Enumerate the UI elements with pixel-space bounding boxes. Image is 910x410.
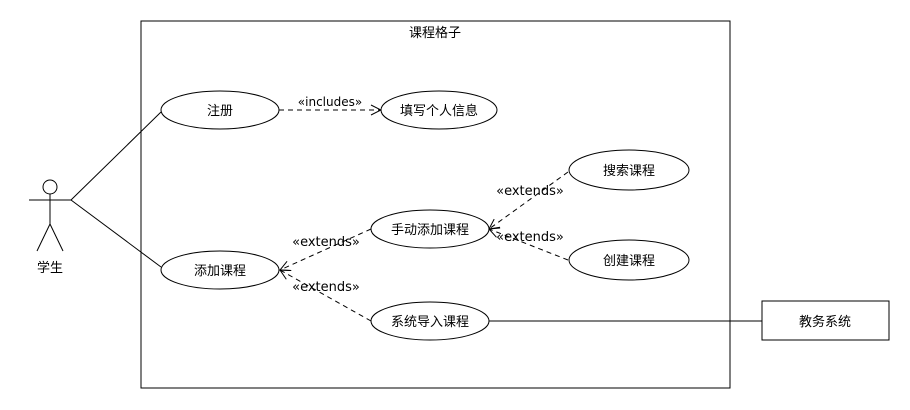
use-case-create-course[interactable]: 创建课程 [568, 239, 690, 281]
label-extends-import: «extends» [292, 280, 360, 295]
use-case-search-course-label: 搜索课程 [603, 164, 655, 179]
extend-import-to-add [280, 270, 372, 322]
use-case-search-course-shape [568, 149, 690, 191]
actor-left-leg [36, 223, 51, 252]
label-extends-create: «extends» [496, 230, 564, 245]
actor-head [42, 179, 58, 195]
use-case-manual-add-shape [370, 209, 490, 249]
actor-student-label: 学生 [37, 260, 63, 276]
association-student-register [70, 111, 162, 201]
external-system[interactable]: 教务系统 [761, 300, 890, 341]
use-case-register-shape [160, 90, 280, 130]
use-case-import-course-shape [370, 301, 490, 341]
use-case-register[interactable]: 注册 [160, 90, 280, 130]
external-system-box [761, 300, 890, 341]
use-case-add-course[interactable]: 添加课程 [160, 250, 280, 290]
association-student-add-course [70, 199, 162, 268]
use-case-import-course[interactable]: 系统导入课程 [370, 301, 490, 341]
use-case-create-course-label: 创建课程 [603, 254, 655, 269]
system-boundary [140, 20, 731, 389]
use-case-search-course[interactable]: 搜索课程 [568, 149, 690, 191]
use-case-manual-add-label: 手动添加课程 [391, 223, 469, 238]
label-extends-manual: «extends» [292, 235, 360, 250]
label-includes: «includes» [298, 95, 362, 109]
external-system-label: 教务系统 [799, 314, 851, 330]
use-case-add-course-shape [160, 250, 280, 290]
use-case-manual-add[interactable]: 手动添加课程 [370, 209, 490, 249]
extend-manual-to-add [280, 228, 372, 270]
actor-right-leg [49, 223, 64, 252]
use-case-register-label: 注册 [207, 104, 233, 119]
system-title: 课程格子 [409, 25, 461, 41]
use-case-add-course-label: 添加课程 [194, 264, 246, 279]
use-case-import-course-label: 系统导入课程 [391, 315, 469, 330]
use-case-fill-info-shape [380, 90, 498, 130]
use-case-fill-info[interactable]: 填写个人信息 [380, 90, 498, 130]
label-extends-search: «extends» [496, 184, 564, 199]
use-case-create-course-shape [568, 239, 690, 281]
actor-student[interactable]: 学生 [29, 179, 71, 276]
extend-search-to-manual [489, 171, 569, 229]
use-case-fill-info-label: 填写个人信息 [400, 103, 478, 119]
